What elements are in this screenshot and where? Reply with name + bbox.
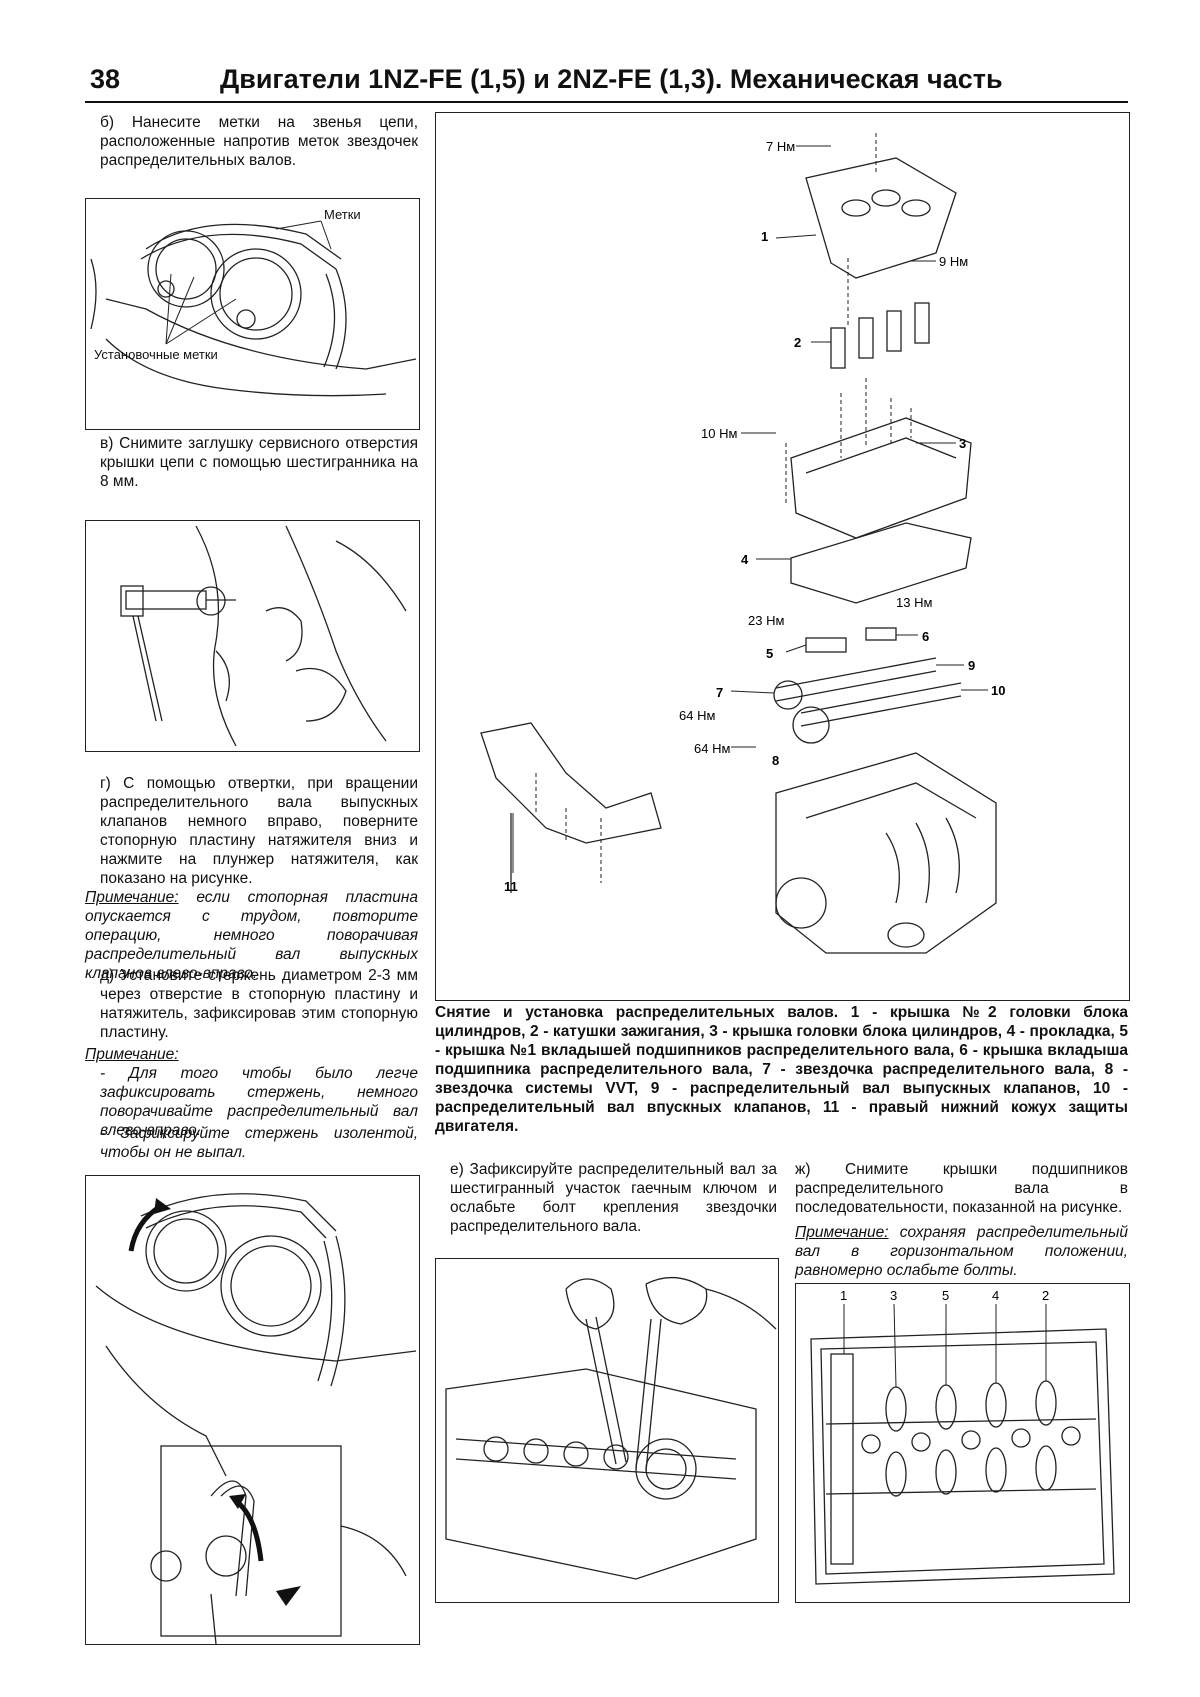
bolt-order-5: 2 [1042, 1288, 1049, 1303]
part-number-3: 3 [959, 436, 966, 451]
note2-item2: - Зафиксируйте стержень изолентой, чтобы… [100, 1125, 418, 1161]
note1: Примечание: если стопорная пластина опус… [85, 888, 418, 983]
label-marks: Метки [324, 207, 361, 222]
torque-label-4: 23 Нм [748, 613, 784, 628]
diagram-caption: Снятие и установка распределительных вал… [435, 1004, 1128, 1135]
figure-exploded-view: 7 Нм 9 Нм 10 Нм 23 Нм 13 Нм 64 Нм 64 Нм … [435, 112, 1130, 1001]
page-number: 38 [90, 64, 121, 94]
exploded-view-drawing: 7 Нм 9 Нм 10 Нм 23 Нм 13 Нм 64 Нм 64 Нм … [480, 133, 1005, 954]
step-d-text: д) Установите стержень диаметром 2-3 мм … [100, 967, 418, 1041]
torque-label-5: 13 Нм [896, 595, 932, 610]
hex-key-drawing [120, 525, 407, 747]
wrench-drawing [445, 1276, 777, 1580]
part-number-9: 9 [968, 658, 975, 673]
chain-marks-drawing: Метки Установочные метки [90, 207, 417, 397]
figure-tensioner [85, 1175, 420, 1645]
bolt-order-3: 5 [942, 1288, 949, 1303]
step-zh-text: ж) Снимите крышки подшипников распредели… [795, 1161, 1128, 1216]
torque-label-1: 7 Нм [766, 139, 795, 154]
header-rule [85, 101, 1128, 103]
step-e-text: е) Зафиксируйте распределительный вал за… [450, 1161, 777, 1235]
part-number-6: 6 [922, 629, 929, 644]
figure-hex-key [85, 520, 420, 752]
bolt-order-1: 1 [840, 1288, 847, 1303]
note3-body: сохраняя распределительный вал в горизон… [795, 1224, 1128, 1279]
torque-label-6: 64 Нм [679, 708, 715, 723]
note1-heading: Примечание: [85, 889, 179, 906]
note2-heading: Примечание: [85, 1046, 179, 1063]
bolt-order-drawing: 1 3 5 4 2 [810, 1288, 1115, 1585]
note3-heading: Примечание: [795, 1224, 889, 1241]
bolt-order-2: 3 [890, 1288, 897, 1303]
label-setting-marks: Установочные метки [94, 347, 218, 362]
torque-label-2: 9 Нм [939, 254, 968, 269]
torque-label-7: 64 Нм [694, 741, 730, 756]
step-b-text: б) Нанесите метки на звенья цепи, распол… [100, 114, 418, 169]
note1-body: если стопорная пластина опускается с тру… [85, 889, 418, 982]
bolt-order-4: 4 [992, 1288, 999, 1303]
part-number-8: 8 [772, 753, 779, 768]
note2-item1: - Для того чтобы было легче зафиксироват… [100, 1065, 418, 1139]
part-number-11: 11 [504, 879, 518, 894]
step-g-text: г) С помощью отвертки, при вращении расп… [100, 775, 418, 887]
tensioner-drawing [95, 1193, 417, 1645]
page-title: Двигатели 1NZ-FE (1,5) и 2NZ-FE (1,3). М… [220, 64, 1003, 94]
part-number-10: 10 [991, 683, 1005, 698]
part-number-5: 5 [766, 646, 773, 661]
step-v-text: в) Снимите заглушку сервисного отверстия… [100, 435, 418, 490]
torque-label-3: 10 Нм [701, 426, 737, 441]
part-number-2: 2 [794, 335, 801, 350]
part-number-7: 7 [716, 685, 723, 700]
note3: Примечание: сохраняя распределительный в… [795, 1223, 1128, 1280]
part-number-4: 4 [741, 552, 749, 567]
figure-chain-marks: Метки Установочные метки [85, 198, 420, 430]
part-number-1: 1 [761, 229, 768, 244]
figure-wrench [435, 1258, 779, 1603]
figure-bolt-order: 1 3 5 4 2 [795, 1283, 1130, 1603]
